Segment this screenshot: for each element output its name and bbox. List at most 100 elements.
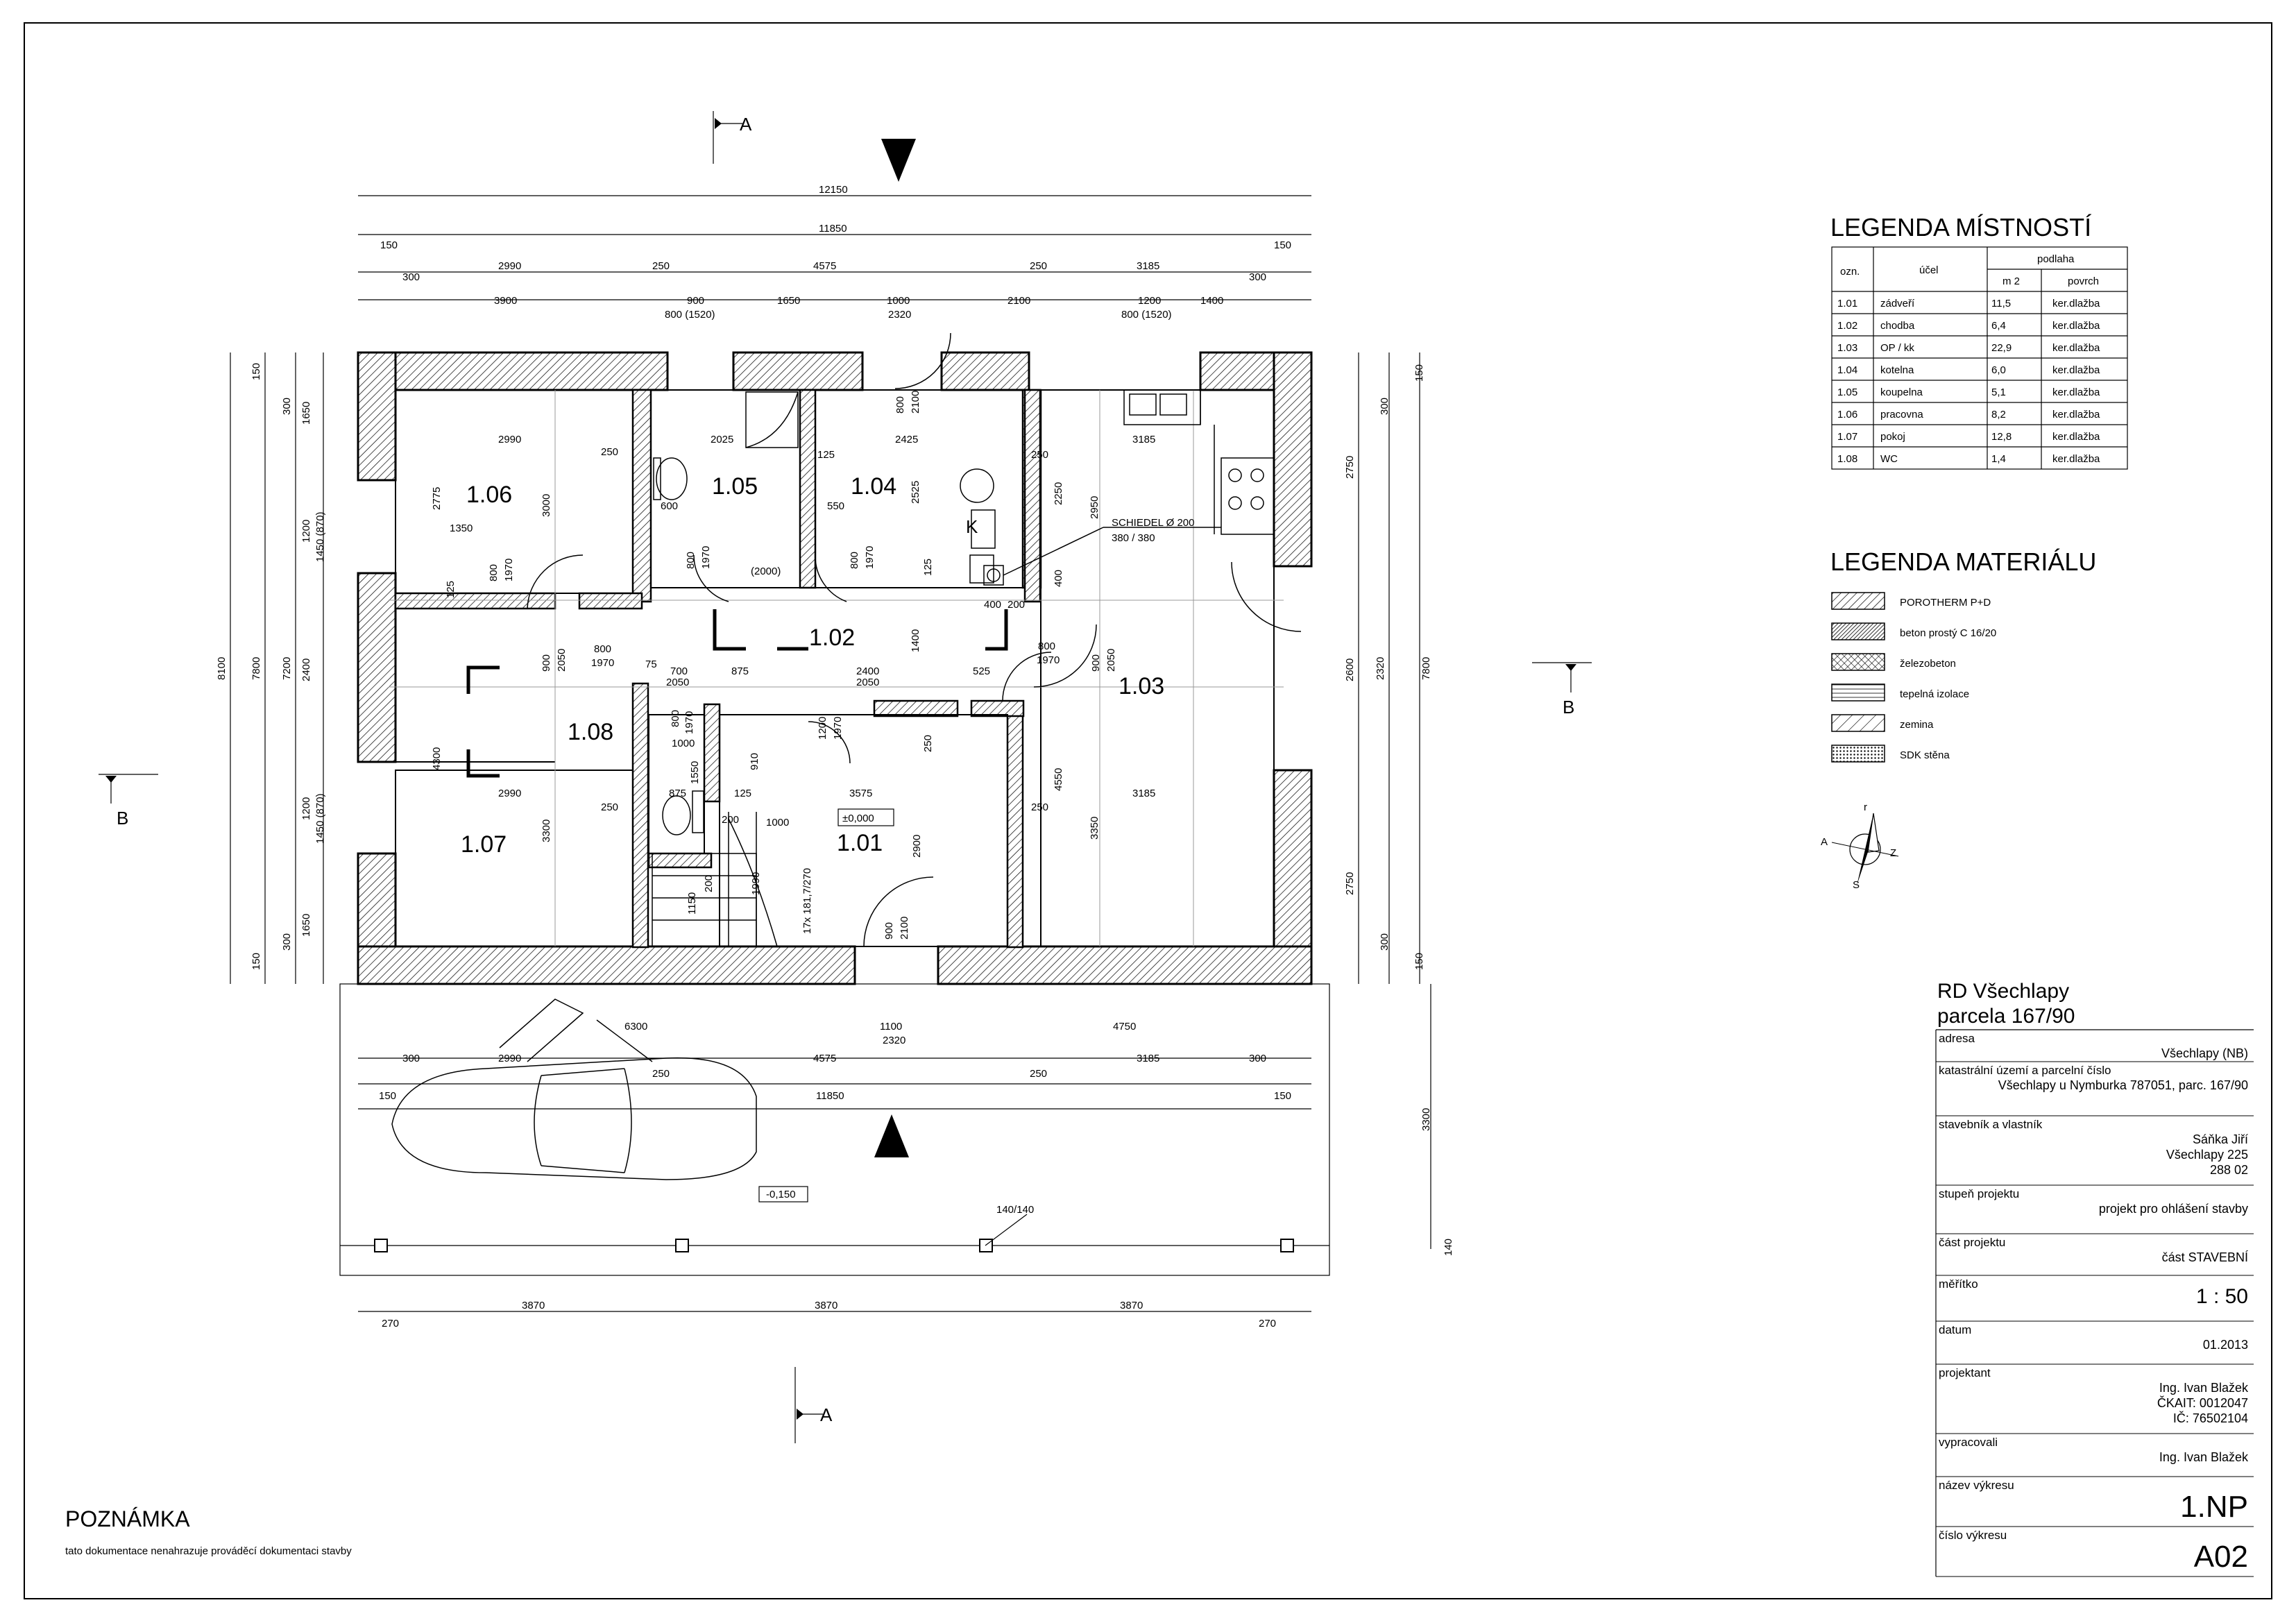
svg-text:Z: Z <box>1890 847 1896 859</box>
title-block-value: IČ: 76502104 <box>2173 1411 2248 1425</box>
material-label: tepelná izolace <box>1900 688 1969 700</box>
svg-text:7200: 7200 <box>281 657 293 680</box>
room-legend-ozn: 1.05 <box>1837 386 1857 398</box>
title-block-label: adresa <box>1939 1032 1975 1045</box>
room-legend-povrch: ker.dlažba <box>2052 298 2100 309</box>
room-legend-ozn: 1.02 <box>1837 320 1857 332</box>
svg-text:125: 125 <box>922 559 934 576</box>
svg-text:875: 875 <box>731 665 749 677</box>
title-block-label: stupeň projektu <box>1939 1187 2019 1200</box>
title-block-value: Všechlapy 225 <box>2166 1148 2248 1162</box>
svg-text:150: 150 <box>250 363 262 380</box>
svg-text:4300: 4300 <box>431 747 443 770</box>
kotel-label: K <box>966 516 978 537</box>
room-legend-m2: 12,8 <box>1991 431 2012 443</box>
bathroom-fixtures <box>653 391 996 835</box>
svg-text:2025: 2025 <box>711 434 733 445</box>
svg-text:1970: 1970 <box>832 717 844 740</box>
svg-text:125: 125 <box>734 788 751 799</box>
svg-text:11850: 11850 <box>816 1090 844 1102</box>
title-block-label: měřítko <box>1939 1277 1978 1291</box>
title-block-value: ČKAIT: 0012047 <box>2157 1395 2248 1410</box>
title-block-value: 288 02 <box>2210 1163 2248 1177</box>
svg-text:2250: 2250 <box>1053 482 1064 505</box>
title-block-value: projekt pro ohlášení stavby <box>2099 1202 2248 1216</box>
material-label: beton prostý C 16/20 <box>1900 627 1996 639</box>
title-block-label: katastrální území a parcelní číslo <box>1939 1064 2111 1077</box>
svg-text:2600: 2600 <box>1344 658 1356 681</box>
inner-walls <box>394 389 1042 949</box>
svg-text:3900: 3900 <box>494 295 517 307</box>
material-legend-row: beton prostý C 16/20 <box>1831 622 1996 640</box>
section-arrow-icon <box>105 776 117 783</box>
svg-text:3870: 3870 <box>522 1300 545 1311</box>
svg-text:4575: 4575 <box>813 260 836 272</box>
svg-text:1970: 1970 <box>700 546 712 569</box>
svg-text:1400: 1400 <box>910 629 921 652</box>
material-label: zemina <box>1900 719 1934 731</box>
svg-text:SCHIEDEL Ø 200: SCHIEDEL Ø 200 <box>1112 517 1195 529</box>
room-label: 1.07 <box>461 831 507 858</box>
svg-text:2425: 2425 <box>895 434 918 445</box>
material-swatch <box>1831 745 1885 763</box>
room-legend-m2: 8,2 <box>1991 409 2006 420</box>
svg-text:300: 300 <box>281 933 293 951</box>
room-legend-povrch: ker.dlažba <box>2052 386 2100 398</box>
room-label: 1.08 <box>568 719 613 745</box>
svg-text:800: 800 <box>488 564 500 581</box>
room-legend-ozn: 1.08 <box>1837 453 1857 465</box>
svg-text:A: A <box>1821 836 1828 848</box>
svg-text:2050: 2050 <box>666 677 689 688</box>
room-legend-ucel: chodba <box>1880 320 1915 332</box>
porch-level-box <box>758 1186 808 1203</box>
svg-text:380 / 380: 380 / 380 <box>1112 532 1155 544</box>
title-block: RD Všechlapy parcela 167/90 adresaVšechl… <box>1935 980 2254 1577</box>
svg-text:910: 910 <box>749 753 760 770</box>
title-block-label: část projektu <box>1939 1236 2005 1249</box>
svg-text:8100: 8100 <box>216 657 228 680</box>
svg-text:r: r <box>1864 801 1867 813</box>
room-legend-ucel: zádveří <box>1880 298 1915 309</box>
project-name: RD Všechlapy <box>1937 980 2069 1003</box>
svg-text:800: 800 <box>685 552 697 569</box>
title-block-value: Sáňka Jiří <box>2193 1132 2248 1146</box>
title-block-value: Všechlapy (NB) <box>2161 1046 2248 1060</box>
svg-text:3350: 3350 <box>1089 817 1100 840</box>
room-label: 1.04 <box>851 473 896 500</box>
svg-text:2100: 2100 <box>899 917 910 940</box>
section-mark-a-bottom: A <box>820 1404 833 1425</box>
material-legend-row: železobeton <box>1831 653 1956 671</box>
svg-text:7800: 7800 <box>1420 657 1432 680</box>
svg-text:2320: 2320 <box>1375 657 1386 680</box>
title-block-label: číslo výkresu <box>1939 1529 2007 1542</box>
svg-text:1350: 1350 <box>450 522 473 534</box>
parking-area <box>339 983 1330 1276</box>
title-block-row: katastrální území a parcelní čísloVšechl… <box>1936 1064 2254 1116</box>
dimension-lines <box>230 195 1431 1312</box>
kitchen <box>1123 389 1275 535</box>
svg-text:250: 250 <box>652 1068 670 1080</box>
svg-text:podlaha: podlaha <box>2037 253 2075 265</box>
svg-text:3300: 3300 <box>1420 1108 1432 1131</box>
room-legend-ozn: 1.04 <box>1837 364 1857 376</box>
svg-text:150: 150 <box>250 953 262 970</box>
room-legend-povrch: ker.dlažba <box>2052 364 2100 376</box>
svg-text:2900: 2900 <box>911 835 923 858</box>
title-block-value: 1.NP <box>2180 1490 2248 1524</box>
zero-level-box <box>837 808 894 826</box>
svg-text:250: 250 <box>601 446 618 458</box>
svg-text:3870: 3870 <box>1120 1300 1143 1311</box>
svg-text:200: 200 <box>1007 599 1025 611</box>
title-block-label: projektant <box>1939 1366 1991 1379</box>
title-block-label: stavebník a vlastník <box>1939 1118 2043 1131</box>
room-legend-ucel: kotelna <box>1880 364 1914 376</box>
room-legend-ucel: OP / kk <box>1880 342 1914 354</box>
